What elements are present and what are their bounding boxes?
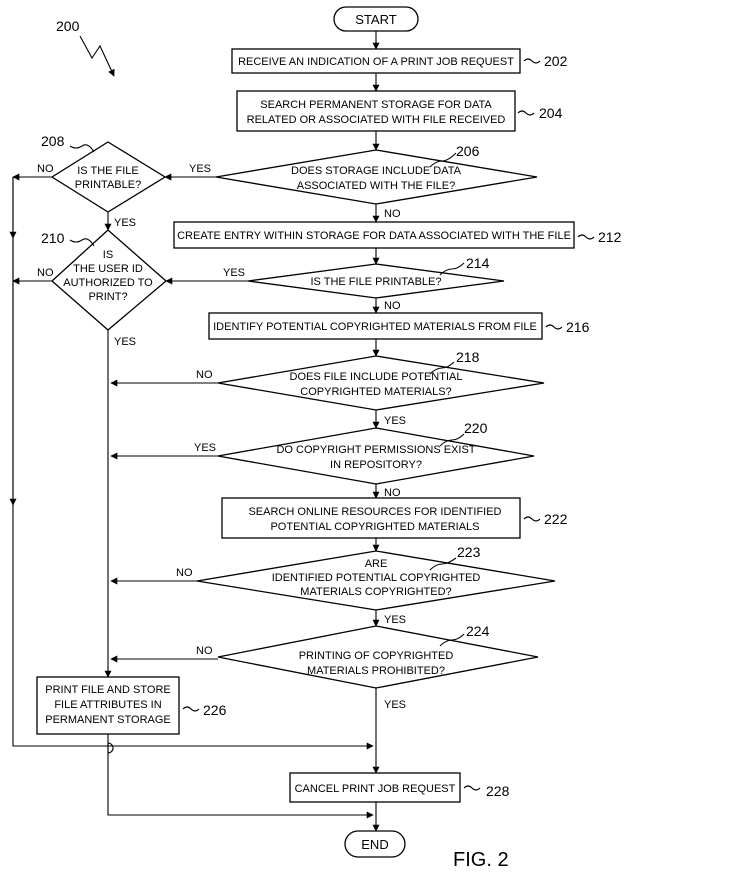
connector-lines [9,31,380,832]
start-label: START [355,12,396,27]
ref-228: 228 [486,783,510,799]
decision-208-text-1: IS THE FILE [77,165,139,177]
decision-218-text-2: COPYRIGHTED MATERIALS? [300,386,451,398]
step-226-text-1: PRINT FILE AND STORE [45,684,171,696]
decision-218: DOES FILE INCLUDE POTENTIAL COPYRIGHTED … [217,355,545,411]
decision-218-text-1: DOES FILE INCLUDE POTENTIAL [290,371,463,383]
yes-label-206: YES [189,163,211,175]
decision-210: IS THE USER ID AUTHORIZED TO PRINT? [51,229,167,331]
reference-numerals: 200 202 204 206 208 210 212 214 216 218 … [41,18,622,799]
step-202-text: RECEIVE AN INDICATION OF A PRINT JOB REQ… [238,56,514,68]
yes-label-220: YES [194,442,216,454]
no-label-206: NO [384,208,401,220]
step-228: CANCEL PRINT JOB REQUEST [289,772,461,803]
ref-220: 220 [464,420,488,436]
step-204-text-1: SEARCH PERMANENT STORAGE FOR DATA [260,99,492,111]
decision-210-text-2: THE USER ID [73,263,143,275]
decision-220-text-1: DO COPYRIGHT PERMISSIONS EXIST [276,444,475,456]
ref-224: 224 [466,623,490,639]
decision-210-text-1: IS [103,249,113,261]
end-terminal: END [344,830,406,858]
ref-226: 226 [203,702,227,718]
no-label-214: NO [384,300,401,312]
decision-214: IS THE FILE PRINTABLE? [247,263,505,299]
decision-220: DO COPYRIGHT PERMISSIONS EXIST IN REPOSI… [217,427,535,485]
decision-214-text: IS THE FILE PRINTABLE? [310,276,441,288]
ref-210: 210 [41,230,65,246]
step-222-text-2: POTENTIAL COPYRIGHTED MATERIALS [270,521,479,533]
branch-labels: YES NO NO YES NO YES YES NO NO YES YES N… [37,163,406,711]
ref-223: 223 [457,544,481,560]
yes-label-210: YES [114,336,136,348]
ref-202: 202 [544,53,568,69]
end-label: END [361,837,388,852]
yes-label-214: YES [223,267,245,279]
no-label-210: NO [37,267,54,279]
ref-204: 204 [539,105,563,121]
ref-216: 216 [566,319,590,335]
ref-200-leader [79,35,115,77]
ref-200: 200 [56,18,80,34]
step-226-text-3: PERMANENT STORAGE [45,714,171,726]
no-label-218: NO [196,369,213,381]
ref-218: 218 [456,349,480,365]
decision-210-text-4: PRINT? [88,291,127,303]
step-228-text: CANCEL PRINT JOB REQUEST [295,783,456,795]
step-222: SEARCH ONLINE RESOURCES FOR IDENTIFIED P… [221,497,521,539]
ref-206: 206 [456,143,480,159]
start-terminal: START [333,6,419,32]
no-label-224: NO [196,645,213,657]
decision-224-text-1: PRINTING OF COPYRIGHTED [299,650,454,662]
step-216: IDENTIFY POTENTIAL COPYRIGHTED MATERIALS… [208,312,543,340]
step-226-text-2: FILE ATTRIBUTES IN [54,699,161,711]
yes-label-208: YES [114,217,136,229]
ref-222: 222 [544,511,568,527]
decision-223-text-1: ARE [365,558,388,570]
flow-226-to-end [107,734,374,819]
decision-223: ARE IDENTIFIED POTENTIAL COPYRIGHTED MAT… [196,550,556,611]
step-226: PRINT FILE AND STORE FILE ATTRIBUTES IN … [36,676,180,735]
decision-220-text-2: IN REPOSITORY? [330,459,422,471]
step-202: RECEIVE AN INDICATION OF A PRINT JOB REQ… [231,48,521,74]
yes-label-223: YES [384,614,406,626]
step-204-text-2: RELATED OR ASSOCIATED WITH FILE RECEIVED [247,114,506,126]
ref-212: 212 [598,229,622,245]
step-222-text-1: SEARCH ONLINE RESOURCES FOR IDENTIFIED [248,506,501,518]
decision-223-text-3: MATERIALS COPYRIGHTED? [300,586,451,598]
figure-label: FIG. 2 [453,849,509,871]
decision-208: IS THE FILE PRINTABLE? [50,141,167,213]
decision-210-text-3: AUTHORIZED TO [63,277,153,289]
ref-214: 214 [466,255,490,271]
decision-223-text-2: IDENTIFIED POTENTIAL COPYRIGHTED [272,572,481,584]
ref-208: 208 [41,133,65,149]
no-label-208: NO [37,163,54,175]
yes-label-218: YES [384,415,406,427]
no-label-220: NO [384,487,401,499]
step-212-text: CREATE ENTRY WITHIN STORAGE FOR DATA ASS… [177,230,571,242]
decision-206-text-2: ASSOCIATED WITH THE FILE? [297,180,456,192]
step-216-text: IDENTIFY POTENTIAL COPYRIGHTED MATERIALS… [213,321,537,333]
decision-224: PRINTING OF COPYRIGHTED MATERIALS PROHIB… [217,625,539,689]
step-212: CREATE ENTRY WITHIN STORAGE FOR DATA ASS… [173,221,575,249]
decision-224-text-2: MATERIALS PROHIBITED? [307,665,445,677]
decision-206: DOES STORAGE INCLUDE DATA ASSOCIATED WIT… [215,149,538,205]
decision-208-text-2: PRINTABLE? [75,179,141,191]
yes-label-224: YES [384,699,406,711]
step-204: SEARCH PERMANENT STORAGE FOR DATA RELATE… [236,90,516,132]
decision-206-text-1: DOES STORAGE INCLUDE DATA [291,165,462,177]
no-label-223: NO [176,567,193,579]
